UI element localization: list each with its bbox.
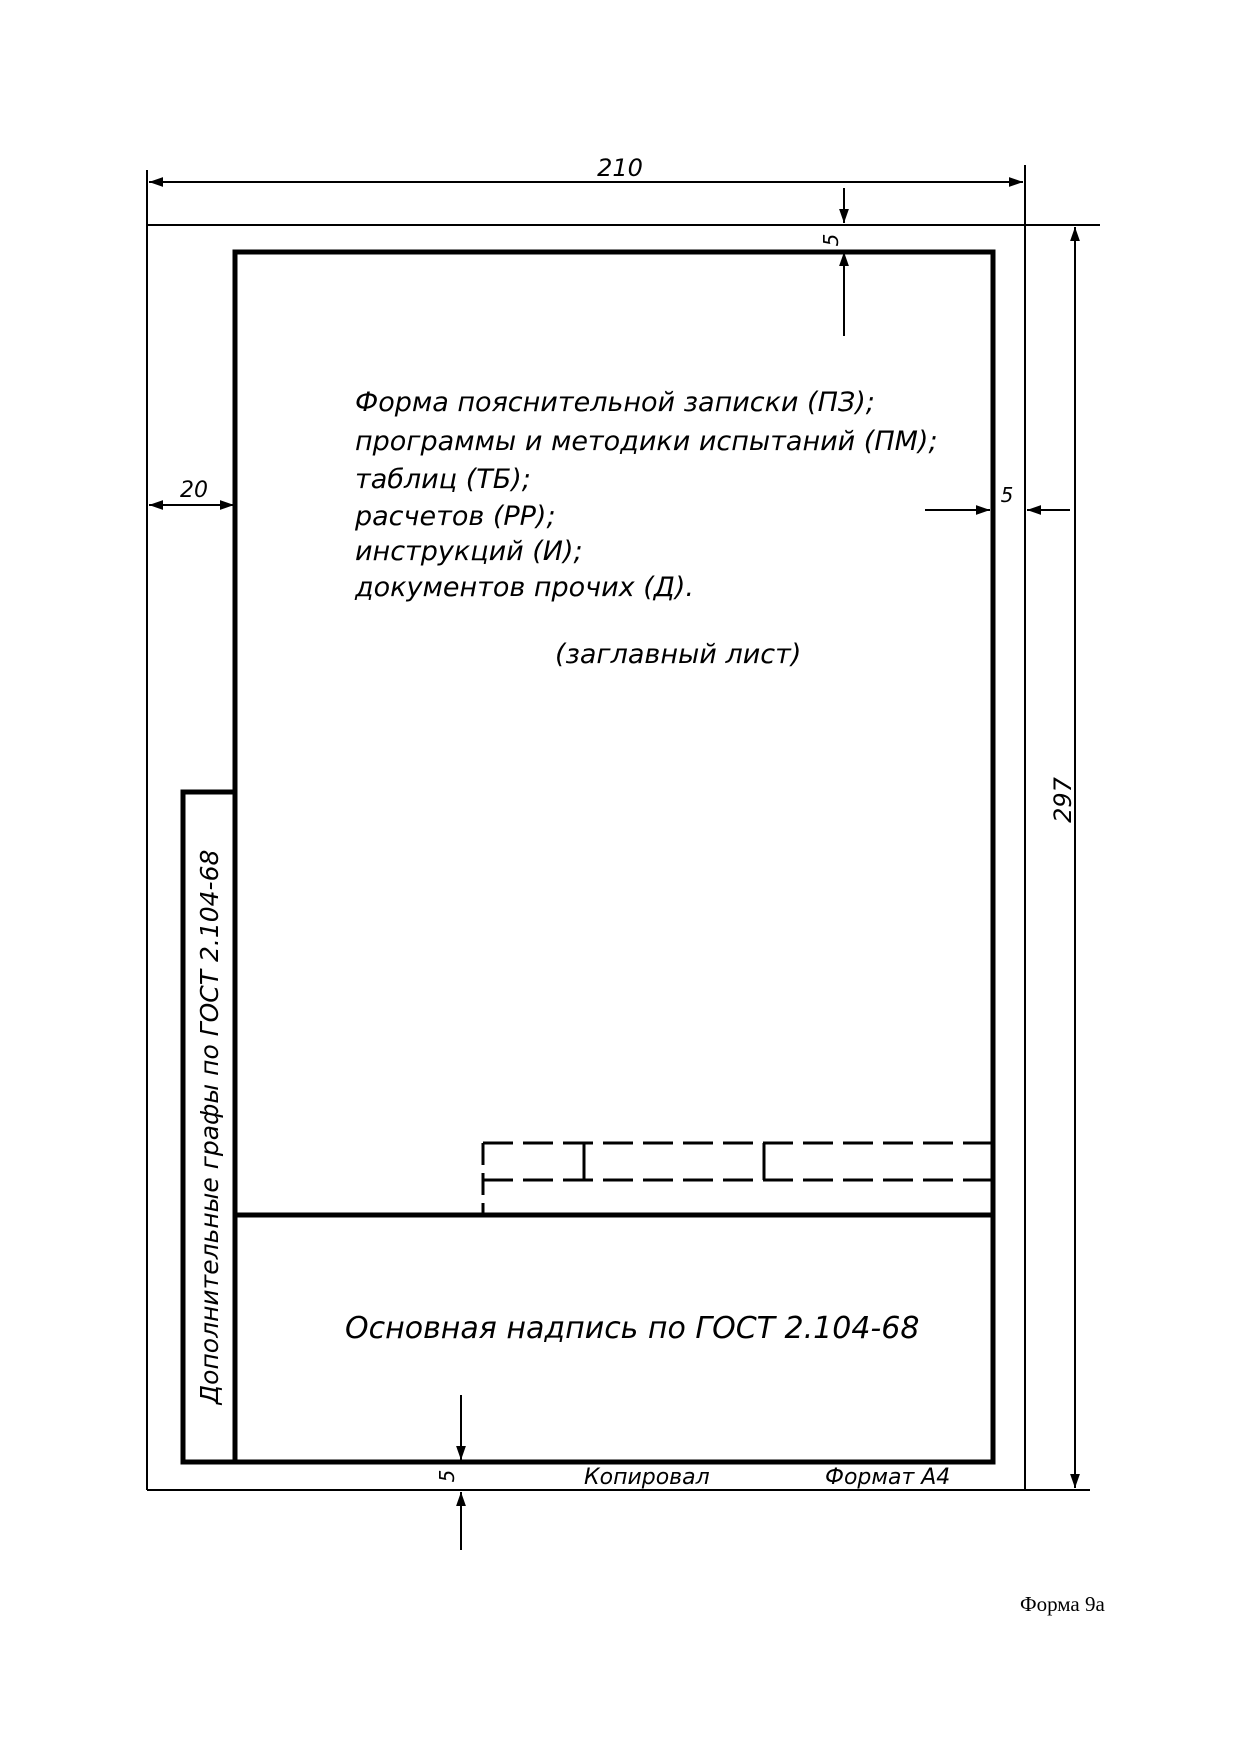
left-margin-label: 20: [180, 478, 208, 503]
content-lines: Форма пояснительной записки (ПЗ); програ…: [354, 387, 938, 603]
top-margin-dimension: 5: [819, 188, 849, 336]
content-line: документов прочих (Д).: [354, 572, 694, 603]
height-dimension: 297: [1049, 227, 1080, 1488]
side-strip-frame: [180, 789, 238, 1465]
bottom-margin-dimension: 5: [435, 1395, 466, 1550]
content-line: Форма пояснительной записки (ПЗ);: [355, 387, 875, 418]
title-block-label: Основная надпись по ГОСТ 2.104-68: [345, 1311, 919, 1346]
sheet-edge-lines: [146, 165, 1100, 1491]
format-label: Формат А4: [825, 1465, 950, 1490]
content-line: инструкций (И);: [355, 536, 583, 567]
right-margin-dimension: 5: [925, 483, 1070, 515]
content-line: расчетов (РР);: [354, 501, 556, 532]
title-page-note: (заглавный лист): [555, 639, 801, 670]
copied-label: Копировал: [584, 1465, 710, 1490]
content-line: таблиц (ТБ);: [355, 464, 531, 495]
dashed-fields: [481, 1141, 993, 1215]
width-dimension: 210: [149, 154, 1023, 187]
bottom-margin-label: 5: [435, 1470, 459, 1483]
right-margin-label: 5: [1001, 483, 1014, 507]
width-dimension-label: 210: [597, 154, 643, 182]
top-margin-label: 5: [819, 234, 843, 247]
content-line: программы и методики испытаний (ПМ);: [355, 426, 938, 457]
side-strip-label: Дополнительные графы по ГОСТ 2.104-68: [195, 850, 224, 1406]
left-margin-dimension: 20: [149, 478, 234, 510]
form-number-label: Форма 9а: [1020, 1592, 1105, 1616]
height-dimension-label: 297: [1049, 776, 1077, 823]
